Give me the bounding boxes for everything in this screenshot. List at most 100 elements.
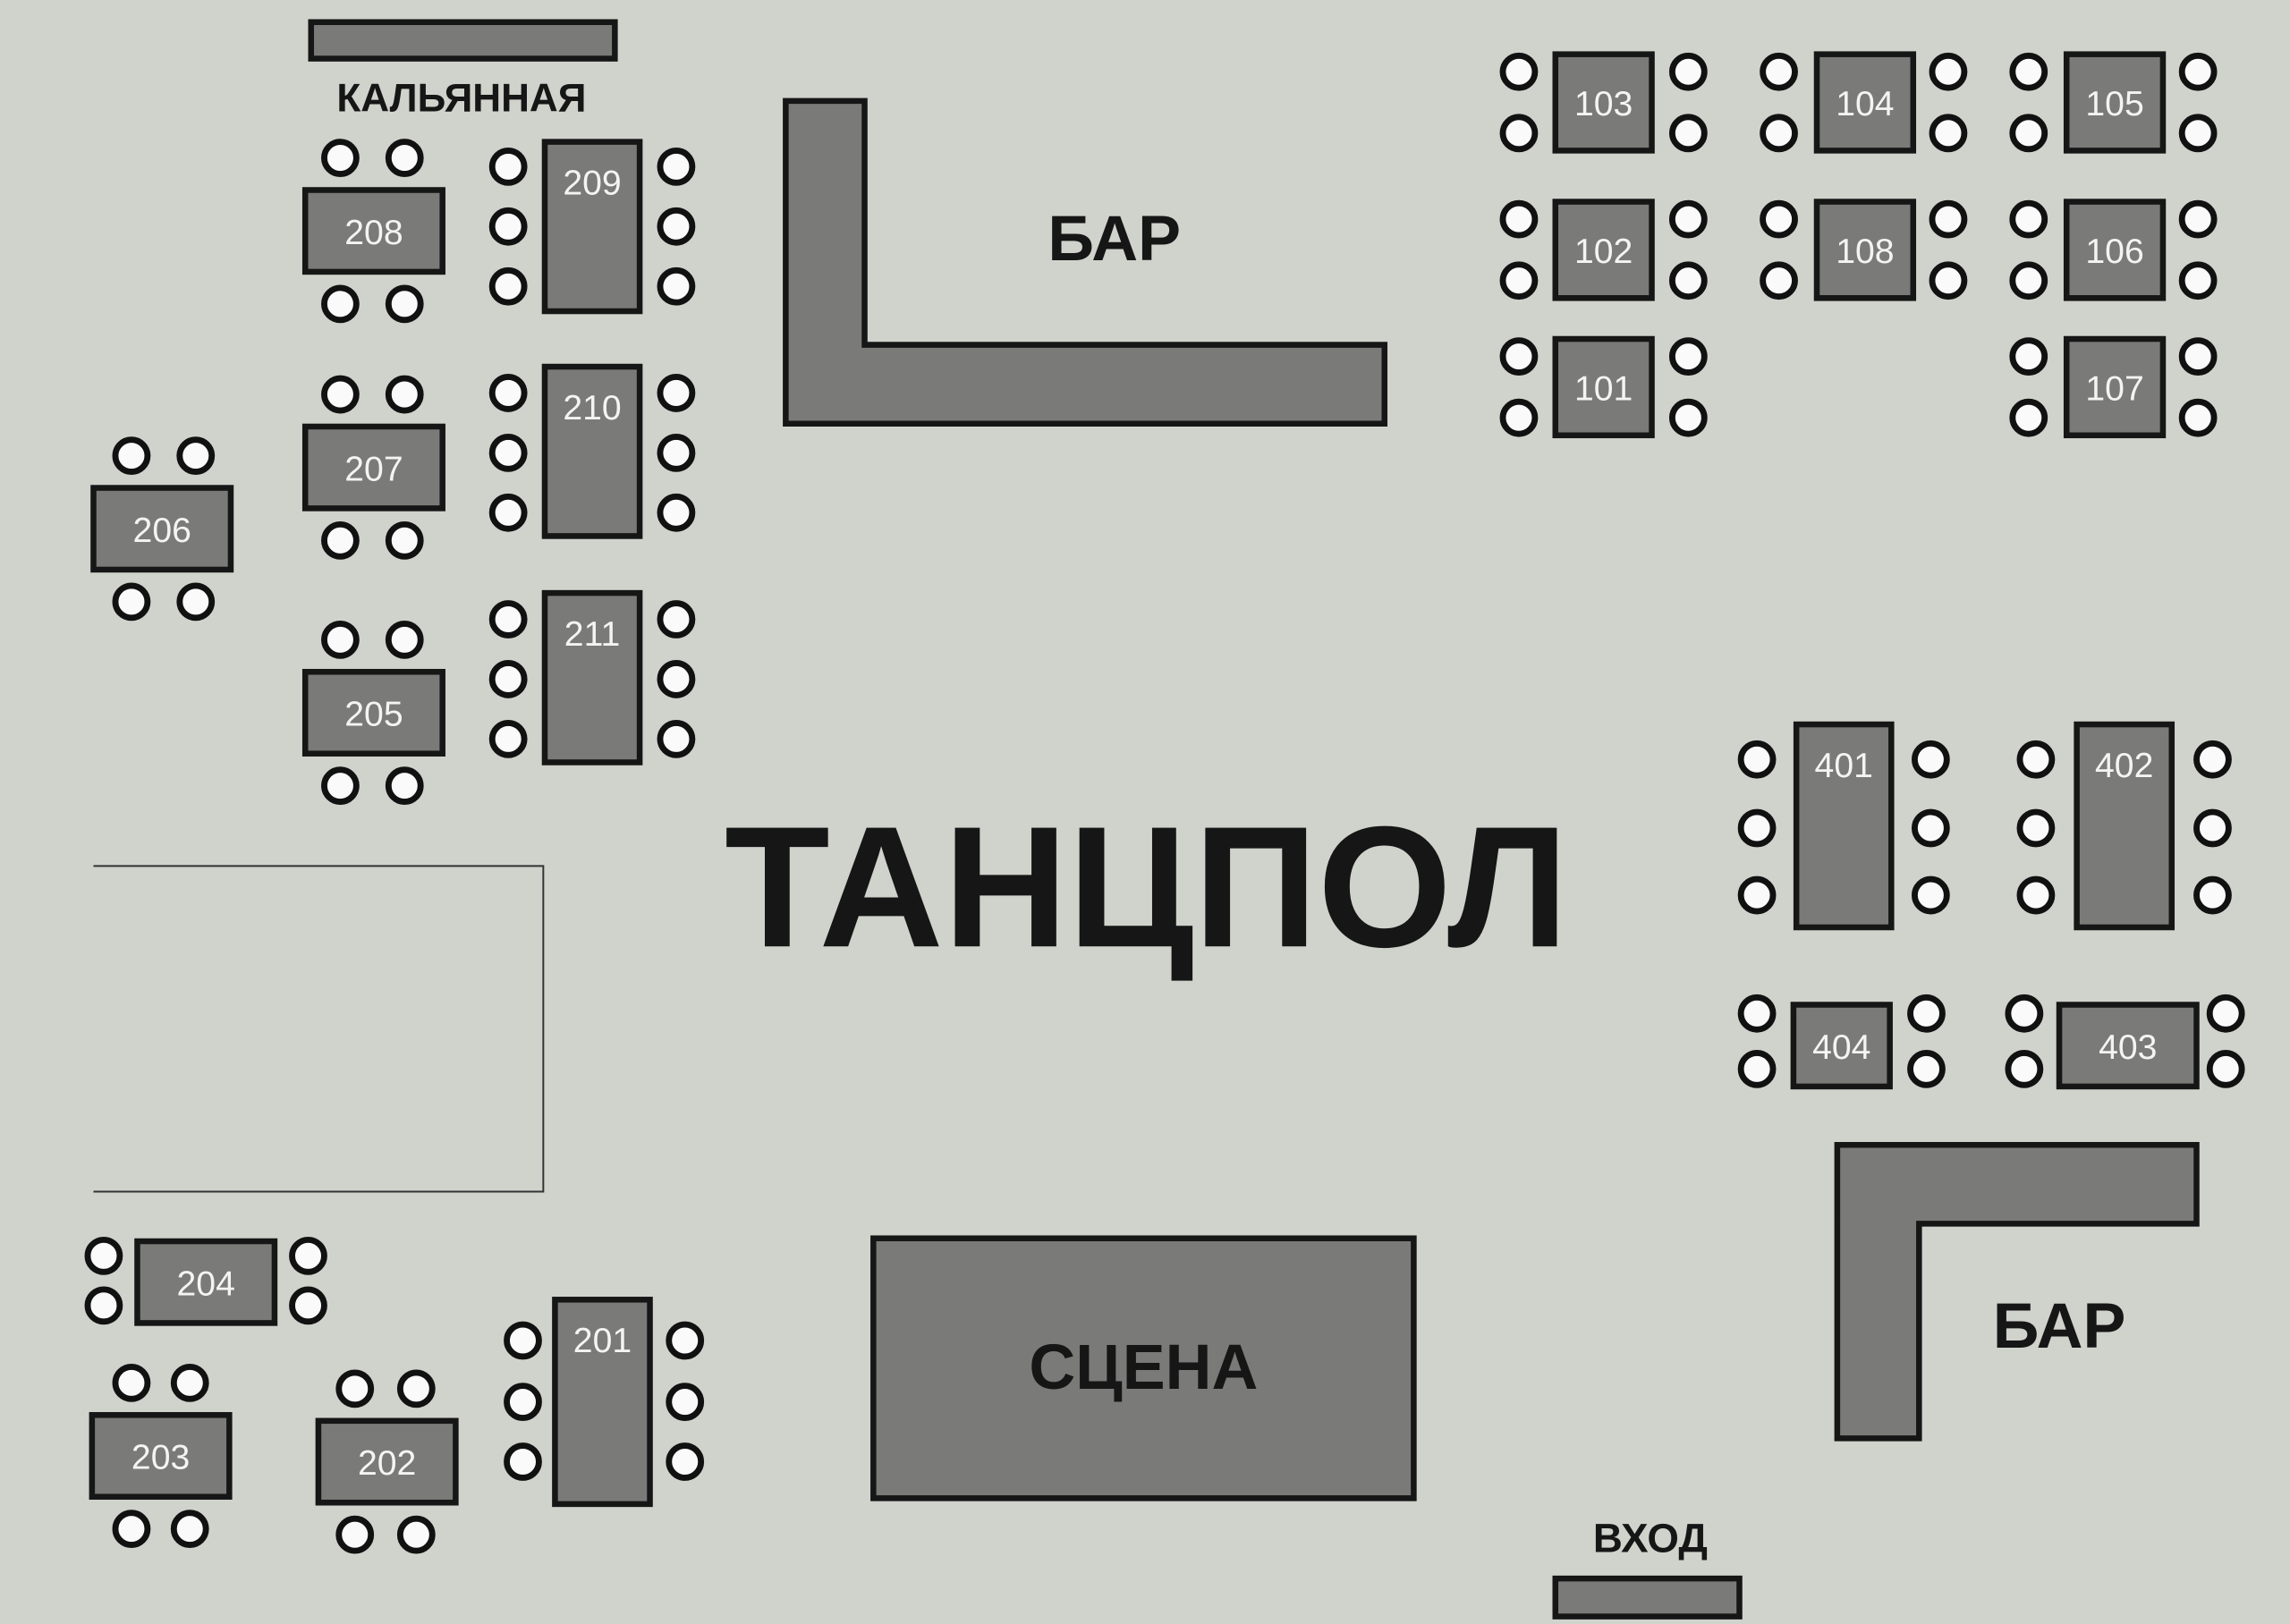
chair[interactable]	[657, 266, 696, 306]
table-top[interactable]	[134, 1238, 278, 1326]
table-108[interactable]: 108	[1760, 199, 1968, 301]
table-top[interactable]	[2074, 721, 2176, 931]
chair[interactable]	[488, 207, 528, 246]
chair[interactable]	[1760, 52, 1798, 91]
chair[interactable]	[335, 1515, 375, 1554]
table-210[interactable]: 210	[488, 363, 696, 539]
chair[interactable]	[2193, 740, 2232, 779]
chair[interactable]	[170, 1510, 209, 1549]
chair[interactable]	[504, 1321, 542, 1360]
table-top[interactable]	[2063, 51, 2167, 154]
table-103[interactable]: 103	[1499, 51, 1708, 154]
chair[interactable]	[1929, 199, 1968, 239]
table-top[interactable]	[1813, 51, 1917, 154]
chair[interactable]	[2178, 199, 2218, 239]
table-top[interactable]	[2063, 335, 2167, 439]
table-402[interactable]: 402	[2016, 721, 2232, 931]
chair[interactable]	[666, 1383, 705, 1421]
chair[interactable]	[1929, 52, 1968, 91]
chair[interactable]	[112, 436, 151, 476]
table-top[interactable]	[301, 669, 445, 757]
chair[interactable]	[176, 436, 216, 476]
chair[interactable]	[289, 1236, 327, 1275]
chair[interactable]	[1907, 994, 1946, 1033]
chair[interactable]	[2206, 1049, 2245, 1088]
table-206[interactable]: 206	[90, 436, 234, 622]
chair[interactable]	[2178, 337, 2218, 376]
chair[interactable]	[396, 1515, 436, 1554]
table-101[interactable]: 101	[1499, 335, 1708, 439]
chair[interactable]	[321, 139, 360, 177]
chair[interactable]	[385, 375, 424, 414]
chair[interactable]	[1929, 261, 1968, 300]
chair[interactable]	[1737, 808, 1777, 848]
chair[interactable]	[657, 600, 696, 639]
chair[interactable]	[321, 284, 360, 324]
chair[interactable]	[488, 147, 528, 186]
chair[interactable]	[321, 620, 360, 659]
chair[interactable]	[1499, 337, 1539, 376]
table-top[interactable]	[541, 363, 643, 539]
chair[interactable]	[657, 433, 696, 472]
chair[interactable]	[1737, 875, 1777, 915]
table-top[interactable]	[2056, 1002, 2200, 1090]
table-205[interactable]: 205	[301, 620, 445, 805]
table-208[interactable]: 208	[301, 139, 445, 324]
chair[interactable]	[1499, 52, 1539, 91]
table-204[interactable]: 204	[84, 1236, 327, 1326]
chair[interactable]	[1907, 1049, 1946, 1088]
chair[interactable]	[321, 766, 360, 805]
table-top[interactable]	[541, 589, 643, 765]
table-401[interactable]: 401	[1737, 721, 1950, 931]
table-top[interactable]	[1552, 199, 1655, 301]
table-top[interactable]	[301, 423, 445, 512]
chair[interactable]	[666, 1321, 705, 1360]
chair[interactable]	[335, 1369, 375, 1408]
chair[interactable]	[657, 147, 696, 186]
table-top[interactable]	[90, 485, 234, 573]
chair[interactable]	[1499, 199, 1539, 239]
chair[interactable]	[84, 1236, 123, 1275]
chair[interactable]	[488, 493, 528, 532]
chair[interactable]	[2016, 875, 2056, 915]
table-top[interactable]	[1793, 721, 1895, 931]
chair[interactable]	[385, 766, 424, 805]
table-top[interactable]	[552, 1297, 653, 1508]
chair[interactable]	[1668, 261, 1708, 300]
chair[interactable]	[1911, 740, 1950, 779]
table-top[interactable]	[315, 1417, 459, 1506]
chair[interactable]	[2009, 261, 2048, 300]
chair[interactable]	[488, 660, 528, 698]
chair[interactable]	[112, 582, 151, 622]
table-209[interactable]: 209	[488, 139, 696, 315]
chair[interactable]	[2005, 994, 2044, 1033]
chair[interactable]	[657, 374, 696, 412]
chair[interactable]	[666, 1442, 705, 1481]
chair[interactable]	[1737, 994, 1777, 1033]
chair[interactable]	[289, 1286, 327, 1325]
chair[interactable]	[488, 266, 528, 306]
chair[interactable]	[2009, 114, 2048, 153]
chair[interactable]	[2193, 808, 2232, 848]
chair[interactable]	[112, 1510, 151, 1549]
stage[interactable]	[870, 1235, 1417, 1501]
chair[interactable]	[396, 1369, 436, 1408]
chair[interactable]	[488, 433, 528, 472]
table-top[interactable]	[1552, 335, 1655, 439]
chair[interactable]	[488, 600, 528, 639]
chair[interactable]	[321, 520, 360, 560]
chair[interactable]	[2178, 114, 2218, 153]
table-top[interactable]	[1790, 1002, 1893, 1090]
chair[interactable]	[385, 620, 424, 659]
table-211[interactable]: 211	[488, 589, 696, 765]
chair[interactable]	[1668, 52, 1708, 91]
chair[interactable]	[1737, 740, 1777, 779]
chair[interactable]	[2009, 199, 2048, 239]
chair[interactable]	[2193, 875, 2232, 915]
chair[interactable]	[1760, 261, 1798, 300]
chair[interactable]	[170, 1363, 209, 1402]
chair[interactable]	[84, 1286, 123, 1325]
table-102[interactable]: 102	[1499, 199, 1708, 301]
chair[interactable]	[2016, 808, 2056, 848]
chair[interactable]	[657, 493, 696, 532]
